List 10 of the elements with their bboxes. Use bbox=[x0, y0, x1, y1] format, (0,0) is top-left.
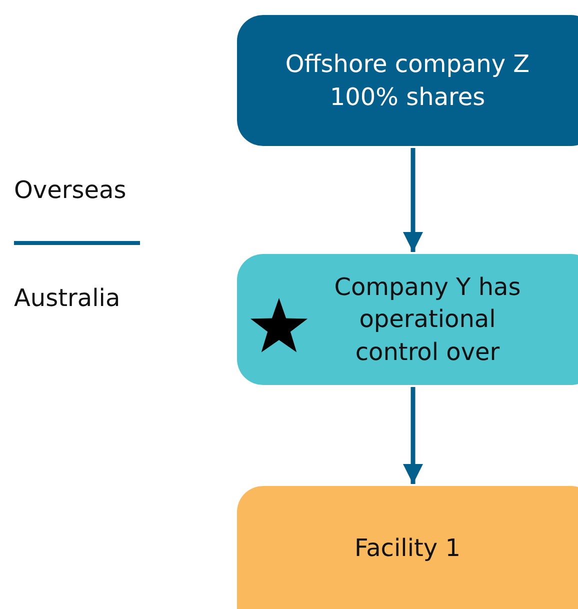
box-text: Company Y has operational control over bbox=[333, 272, 522, 368]
rounded-box bbox=[237, 486, 578, 609]
region-label: Australia bbox=[14, 284, 120, 312]
arrow bbox=[402, 387, 424, 484]
box-text: Facility 1 bbox=[354, 532, 461, 564]
box-text: Offshore company Z 100% shares bbox=[284, 49, 531, 112]
arrow bbox=[402, 148, 424, 252]
region-label: Overseas bbox=[14, 176, 126, 204]
rounded-box bbox=[237, 254, 578, 385]
rounded-box bbox=[237, 15, 578, 146]
